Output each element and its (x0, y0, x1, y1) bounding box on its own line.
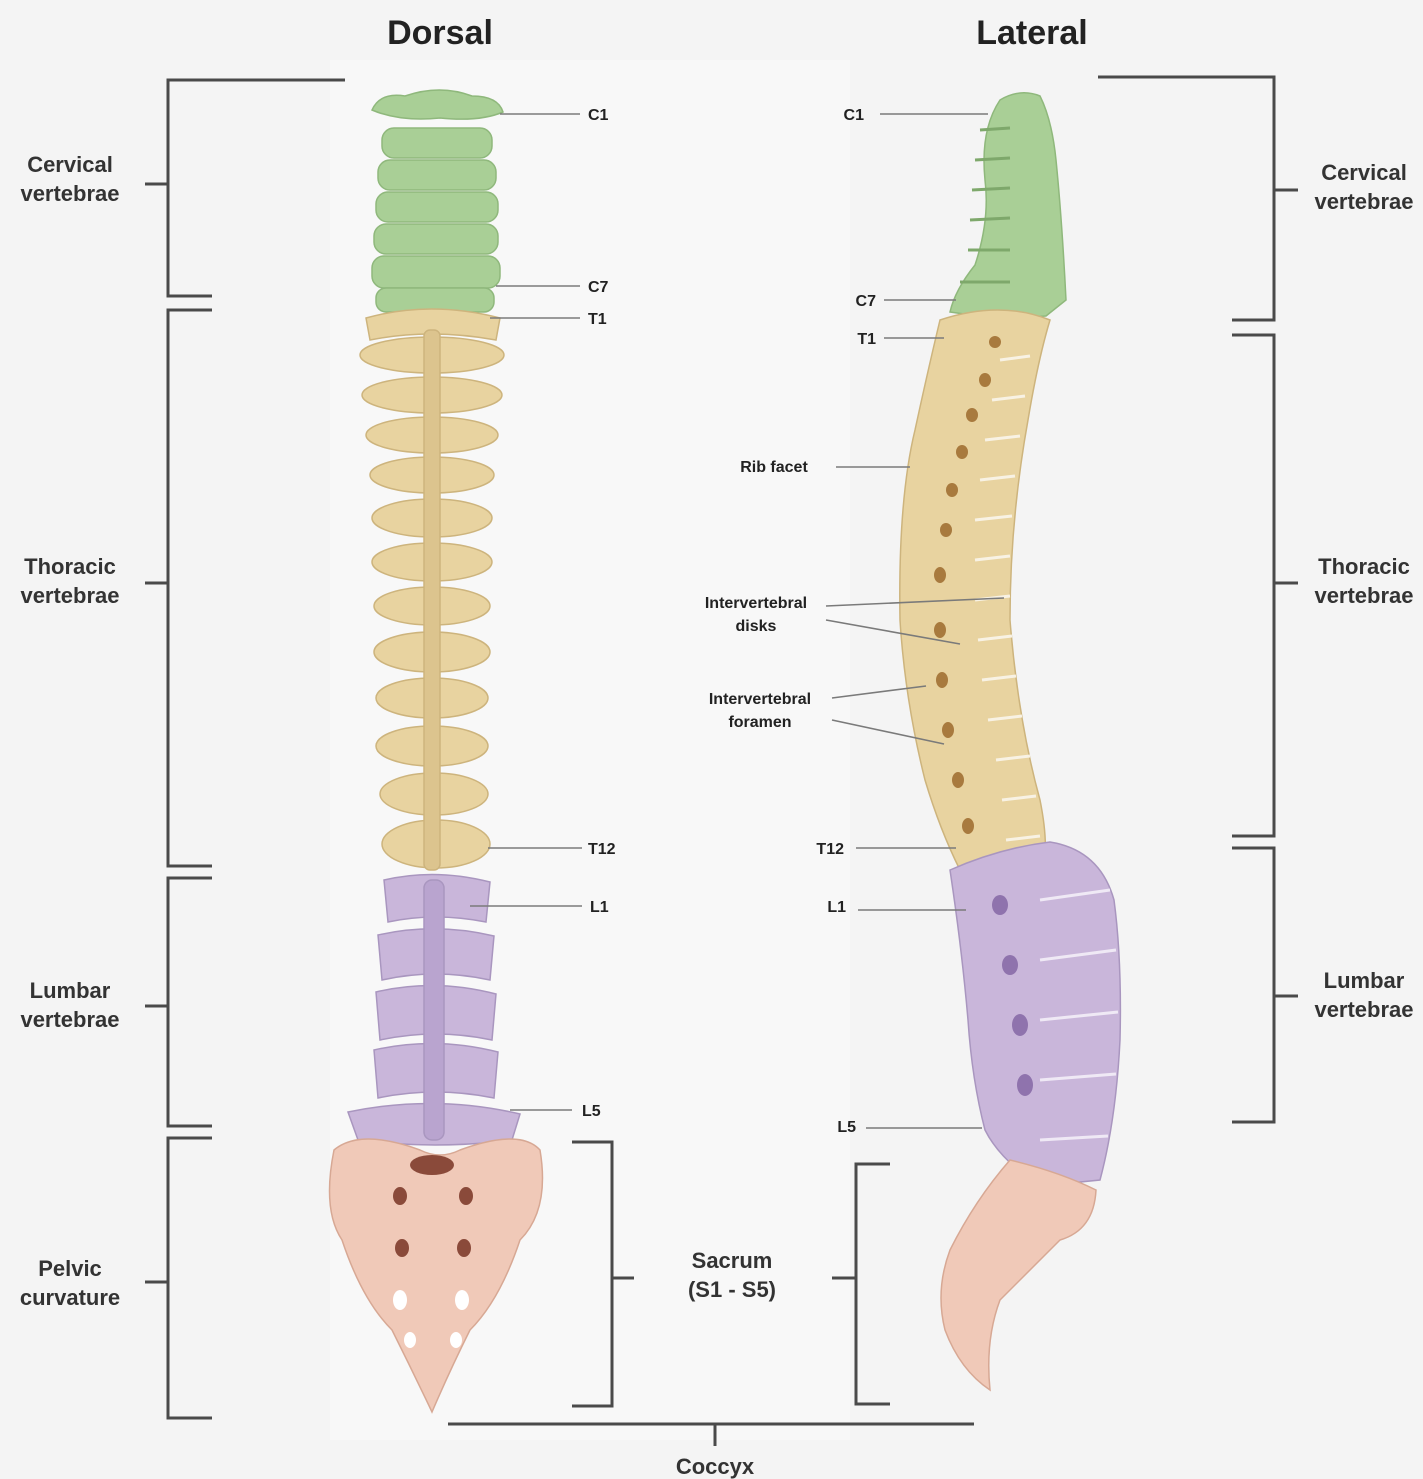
dorsal-c7-label: C7 (588, 279, 609, 296)
dorsal-t12-label: T12 (588, 841, 616, 858)
lateral-c7-label: C7 (856, 293, 877, 310)
dorsal-c1-label: C1 (588, 107, 609, 124)
lateral-t12-label: T12 (816, 841, 844, 858)
coccyx-label: Coccyx (676, 1454, 755, 1479)
lateral-c1-label: C1 (844, 107, 865, 124)
dorsal-l5-label: L5 (582, 1103, 601, 1120)
dorsal-l1-label: L1 (590, 899, 609, 916)
dorsal-t1-label: T1 (588, 311, 607, 328)
lateral-l5-label: L5 (837, 1119, 856, 1136)
dorsal-title: Dorsal (387, 14, 493, 52)
lateral-title: Lateral (976, 14, 1088, 52)
lateral-l1-label: L1 (827, 899, 846, 916)
lateral-t1-label: T1 (857, 331, 876, 348)
rib-facet-label: Rib facet (740, 459, 808, 476)
